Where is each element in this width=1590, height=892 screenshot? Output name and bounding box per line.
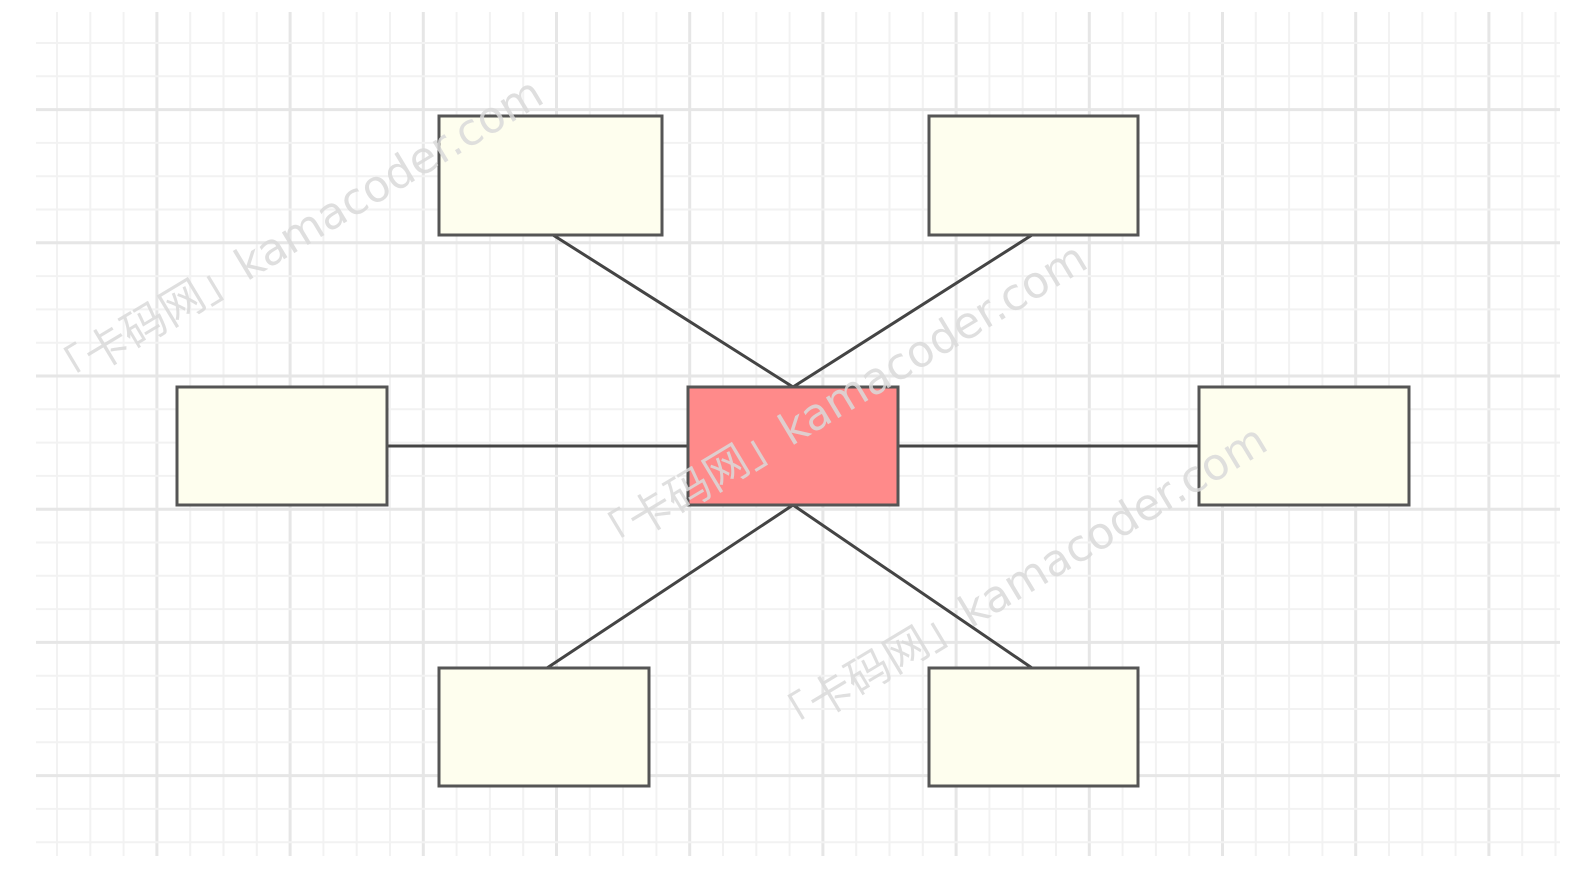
node-top-right[interactable] [927, 114, 1140, 237]
nodes [175, 114, 1411, 788]
node-left[interactable] [175, 385, 389, 507]
edge-center-bottom-right [792, 503, 1033, 670]
edges [387, 233, 1199, 670]
watermark-2: 「卡码网」kamacoder.com [581, 232, 1096, 569]
node-bottom-left[interactable] [437, 666, 651, 788]
node-center[interactable] [686, 385, 900, 507]
node-right[interactable] [1197, 385, 1411, 507]
grid-background [36, 12, 1560, 856]
edge-center-top-right [792, 233, 1033, 389]
node-bottom-right[interactable] [927, 666, 1140, 788]
edge-center-top-left [552, 233, 794, 389]
edge-center-bottom-left [546, 503, 794, 670]
node-top-left[interactable] [437, 114, 664, 237]
